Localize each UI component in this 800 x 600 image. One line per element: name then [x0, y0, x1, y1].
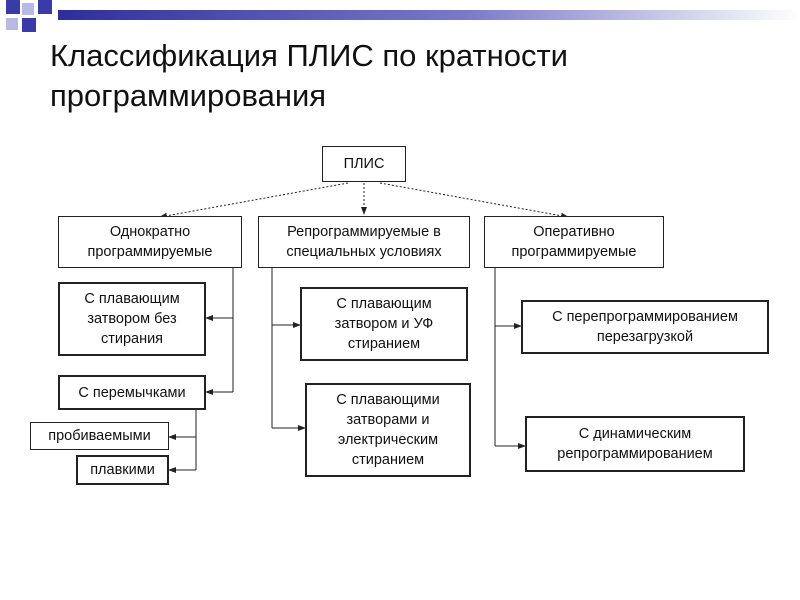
arrow-root-to-operative — [379, 182, 569, 219]
node-root: ПЛИС — [322, 146, 406, 182]
node-jumpers: С перемычками — [58, 375, 206, 410]
slide-decoration — [6, 0, 800, 32]
slide-title: Классификация ПЛИС по кратности программ… — [50, 36, 770, 116]
node-floating-gate-no-erase: С плавающим затвором без стирания — [58, 282, 206, 356]
arrow-root-to-one-time — [159, 182, 349, 219]
node-reprogramming-reload: С перепрограммированием перезагрузкой — [521, 300, 769, 354]
node-fused: плавкими — [76, 455, 169, 485]
node-reprogrammable-special: Репрограммируемые в специальных условиях — [258, 216, 470, 268]
node-operatively-programmable: Оперативно программируемые — [484, 216, 664, 268]
node-dynamic-reprogramming: С динамическим репрограммированием — [525, 416, 745, 472]
node-pierced: пробиваемыми — [30, 422, 169, 450]
node-one-time-programmable: Однократно программируемые — [58, 216, 242, 268]
node-floating-gate-uv-erase: С плавающим затвором и УФ стиранием — [300, 287, 468, 361]
slide-title-line-2: программирования — [50, 78, 327, 113]
slide-title-line-1: Классификация ПЛИС по кратности — [50, 38, 568, 73]
node-floating-gates-electric-erase: С плавающими затворами и электрическим с… — [305, 383, 471, 477]
